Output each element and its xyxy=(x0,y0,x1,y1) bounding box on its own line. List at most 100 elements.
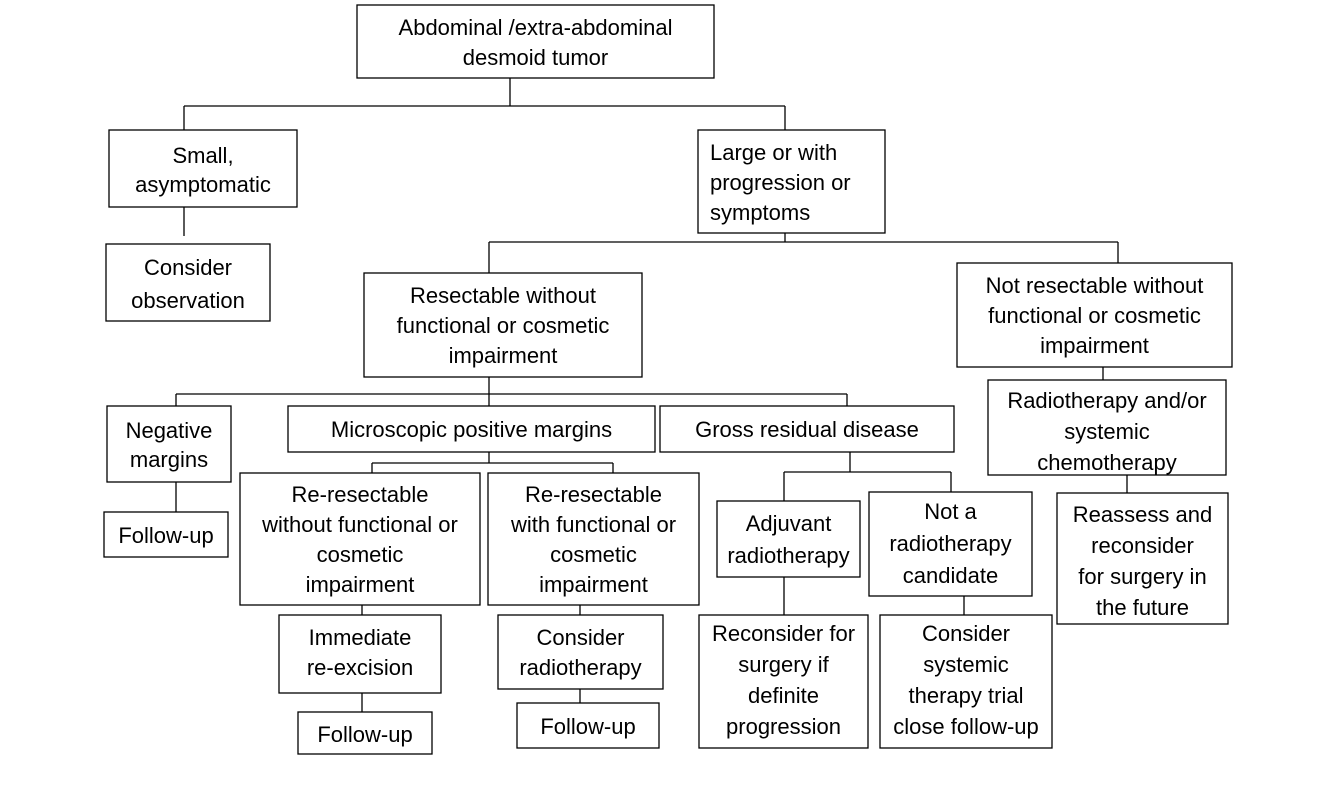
node-label-line: chemotherapy xyxy=(1037,450,1176,475)
node-label-line: Follow-up xyxy=(118,523,213,548)
node-label-line: candidate xyxy=(903,563,998,588)
node-box xyxy=(879,614,1053,749)
node-radio-chemo: Radiotherapy and/or systemic chemotherapy xyxy=(987,379,1227,476)
node-followup-radio: Follow-up xyxy=(516,702,660,749)
node-label-line: Reassess and xyxy=(1073,502,1212,527)
node-label-line: Adjuvant xyxy=(746,511,832,536)
node-label-line: Small, xyxy=(172,143,233,168)
node-label-line: Re-resectable xyxy=(292,482,429,507)
node-label-line: radiotherapy xyxy=(519,655,641,680)
node-box xyxy=(497,614,664,690)
node-label-line: definite xyxy=(748,683,819,708)
node-label-line: Follow-up xyxy=(317,722,412,747)
node-label-line: systemic xyxy=(923,652,1009,677)
node-label-line: for surgery in xyxy=(1078,564,1206,589)
node-label-line: Consider xyxy=(144,255,232,280)
node-not-resectable: Not resectable without functional or cosm… xyxy=(956,262,1233,368)
node-consider-radio: Consider radiotherapy xyxy=(497,614,664,690)
node-box xyxy=(987,379,1227,476)
node-microscopic: Microscopic positive margins xyxy=(287,405,656,453)
node-resectable: Resectable without functional or cosmetic… xyxy=(363,272,643,378)
node-box xyxy=(363,272,643,378)
node-label-line: systemic xyxy=(1064,419,1150,444)
node-box xyxy=(516,702,660,749)
node-box xyxy=(1056,492,1229,625)
node-label-line: progression or xyxy=(710,170,851,195)
node-label-line: close follow-up xyxy=(893,714,1039,739)
node-box xyxy=(278,614,442,694)
node-label-line: Microscopic positive margins xyxy=(331,417,612,442)
node-label-line: impairment xyxy=(449,343,558,368)
node-label-line: cosmetic xyxy=(550,542,637,567)
node-label-line: Radiotherapy and/or xyxy=(1007,388,1206,413)
node-label-line: radiotherapy xyxy=(727,543,849,568)
node-small: Small, asymptomatic xyxy=(108,129,298,208)
node-label-line: margins xyxy=(130,447,208,472)
node-label-line: Gross residual disease xyxy=(695,417,919,442)
node-label-line: surgery if xyxy=(738,652,829,677)
node-not-candidate: Not a radiotherapy candidate xyxy=(868,491,1033,597)
node-reconsider: Reconsider for surgery if definite progress… xyxy=(698,614,869,749)
connectors xyxy=(175,78,1128,712)
node-label-line: re-excision xyxy=(307,655,413,680)
node-label-line: Re-resectable xyxy=(525,482,662,507)
node-label-line: Resectable without xyxy=(410,283,596,308)
node-box xyxy=(105,243,271,322)
node-label-line: functional or cosmetic xyxy=(988,303,1201,328)
node-large: Large or with progression or symptoms xyxy=(697,129,886,234)
node-label-line: symptoms xyxy=(710,200,810,225)
node-observe: Consider observation xyxy=(105,243,271,322)
node-box xyxy=(297,711,433,755)
node-label-line: without functional or xyxy=(261,512,458,537)
node-label-line: Consider xyxy=(536,625,624,650)
node-label-line: therapy trial xyxy=(909,683,1024,708)
node-reresect-without: Re-resectable without functional or cosmet… xyxy=(239,472,481,606)
node-immediate: Immediate re-excision xyxy=(278,614,442,694)
node-label-line: Reconsider for xyxy=(712,621,855,646)
node-box xyxy=(239,472,481,606)
node-adjuvant: Adjuvant radiotherapy xyxy=(716,500,861,578)
node-label-line: cosmetic xyxy=(317,542,404,567)
node-label-line: functional or cosmetic xyxy=(397,313,610,338)
node-label-line: Abdominal /extra-abdominal xyxy=(399,15,673,40)
node-label-line: observation xyxy=(131,288,245,313)
node-label-line: desmoid tumor xyxy=(463,45,609,70)
node-reassess: Reassess and reconsider for surgery in the … xyxy=(1056,492,1229,625)
node-label-line: the future xyxy=(1096,595,1189,620)
node-label-line: impairment xyxy=(1040,333,1149,358)
node-label-line: Follow-up xyxy=(540,714,635,739)
node-box xyxy=(716,500,861,578)
node-followup-negative: Follow-up xyxy=(103,511,229,558)
node-box xyxy=(697,129,886,234)
node-label-line: impairment xyxy=(539,572,648,597)
node-box xyxy=(956,262,1233,368)
node-negative: Negative margins xyxy=(106,405,232,483)
node-box xyxy=(108,129,298,208)
node-box xyxy=(356,4,715,79)
node-label-line: Not resectable without xyxy=(986,273,1204,298)
node-box xyxy=(487,472,700,606)
node-box xyxy=(659,405,955,453)
node-followup-immediate: Follow-up xyxy=(297,711,433,755)
node-root: Abdominal /extra-abdominal desmoid tumor xyxy=(356,4,715,79)
node-reresect-with: Re-resectable with functional or cosmetic i… xyxy=(487,472,700,606)
node-label-line: Consider xyxy=(922,621,1010,646)
node-label-line: Not a xyxy=(924,499,977,524)
nodes: Abdominal /extra-abdominal desmoid tumorS… xyxy=(103,4,1233,755)
node-label-line: Large or with xyxy=(710,140,837,165)
node-label-line: asymptomatic xyxy=(135,172,271,197)
node-box xyxy=(868,491,1033,597)
node-label-line: radiotherapy xyxy=(889,531,1011,556)
node-label-line: impairment xyxy=(306,572,415,597)
node-label-line: progression xyxy=(726,714,841,739)
node-box xyxy=(287,405,656,453)
node-label-line: reconsider xyxy=(1091,533,1194,558)
node-label-line: Immediate xyxy=(309,625,412,650)
node-label-line: with functional or xyxy=(510,512,676,537)
node-box xyxy=(103,511,229,558)
node-label-line: Negative xyxy=(126,418,213,443)
node-box xyxy=(698,614,869,749)
node-gross: Gross residual disease xyxy=(659,405,955,453)
node-box xyxy=(106,405,232,483)
